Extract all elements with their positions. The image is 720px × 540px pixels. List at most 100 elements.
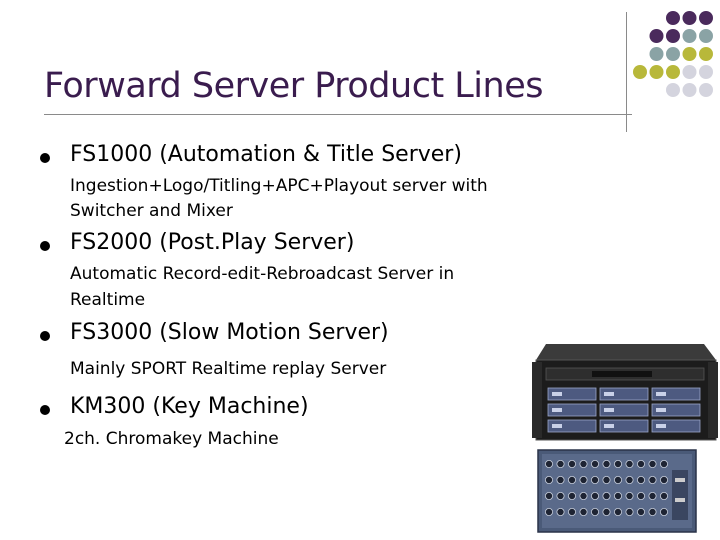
mixer-knob [614,475,623,484]
mixer-knob [544,491,553,500]
drive-bay [651,419,701,433]
bullet-icon [40,331,50,341]
mixer-knob [602,491,611,500]
mixer-knob [637,475,646,484]
item-description-line: Mainly SPORT Realtime replay Server [70,359,387,379]
mixer-knob [591,507,600,516]
mixer-knob [568,460,577,469]
decorative-dot [699,65,713,79]
mixer-knob [659,491,668,500]
mixer-knob [659,507,668,516]
mixer-knob [659,475,668,484]
decorative-dot [682,11,697,25]
mixer-knob [625,507,634,516]
decorative-dot [682,29,697,43]
decorative-dot [649,65,664,79]
decorative-dot [666,47,680,61]
mixer-knob [648,460,657,469]
bullet-icon [40,153,50,163]
server-chassis-image [532,344,718,441]
decorative-dot [649,29,664,43]
decorative-dot [682,47,697,61]
title-divider [44,114,632,115]
decorative-dot [666,29,680,43]
mixer-knob [579,507,588,516]
drive-bay-label [604,424,614,428]
mixer-knob [579,491,588,500]
mixer-knob [648,491,657,500]
mixer-console-image [537,449,697,533]
decorative-dot [682,83,697,97]
drive-bay-label [604,392,614,396]
drive-bay [547,419,597,433]
mixer-knob [659,460,668,469]
mixer-knob [602,507,611,516]
mixer-knob [602,475,611,484]
mixer-knob [544,507,553,516]
decorative-dot [682,65,697,79]
drive-bay-label [656,392,666,396]
mixer-knob [544,460,553,469]
mixer-knob [637,491,646,500]
item-description-line: Automatic Record-edit-Rebroadcast Server… [70,264,455,284]
bullet-icon [40,405,50,415]
mixer-knob [648,507,657,516]
decorative-dot [666,11,680,25]
decorative-dot [699,83,713,97]
item-title: FS1000 (Automation & Title Server) [70,142,462,167]
mixer-knob [614,507,623,516]
mixer-knob [637,460,646,469]
decorative-dot [666,83,680,97]
mixer-knob [568,491,577,500]
drive-bay [599,387,649,401]
decorative-dot-grid [633,11,713,97]
vertical-divider [626,12,627,132]
drive-bay [599,403,649,417]
item-description-line: Switcher and Mixer [70,201,233,221]
mixer-knob [556,460,565,469]
mixer-knob [591,491,600,500]
mixer-knob [625,460,634,469]
drive-bay [651,387,701,401]
decorative-dot [633,65,647,79]
item-title: FS2000 (Post.Play Server) [70,230,355,255]
item-description-line: 2ch. Chromakey Machine [64,429,279,449]
drive-bay [651,403,701,417]
mixer-knob [637,507,646,516]
drive-bay [599,419,649,433]
drive-bay [547,403,597,417]
item-description-line: Realtime [70,290,146,310]
drive-bay-label [656,408,666,412]
mixer-knob [568,475,577,484]
item-title: KM300 (Key Machine) [70,394,309,419]
mixer-knob [614,491,623,500]
decorative-dot [666,65,680,79]
drive-bay-label [552,424,562,428]
mixer-knob [579,460,588,469]
bullet-icon [40,241,50,251]
product-photo [532,344,718,533]
mixer-knob [556,507,565,516]
mixer-knob [568,507,577,516]
decorative-dot [649,47,664,61]
mixer-knob [648,475,657,484]
mixer-knob [591,460,600,469]
mixer-knob [625,491,634,500]
decorative-dot [699,47,713,61]
drive-bay-label [552,392,562,396]
mixer-knob [556,475,565,484]
mixer-knob [544,475,553,484]
mixer-knob [579,475,588,484]
drive-bay-label [552,408,562,412]
decorative-dot [699,29,713,43]
mixer-knob [625,475,634,484]
slide-title: Forward Server Product Lines [44,66,543,106]
drive-bay [547,387,597,401]
drive-bay-label [656,424,666,428]
drive-bay-label [604,408,614,412]
mixer-knob [591,475,600,484]
decorative-dot [699,11,713,25]
item-title: FS3000 (Slow Motion Server) [70,320,389,345]
mixer-knob [614,460,623,469]
mixer-knob [602,460,611,469]
